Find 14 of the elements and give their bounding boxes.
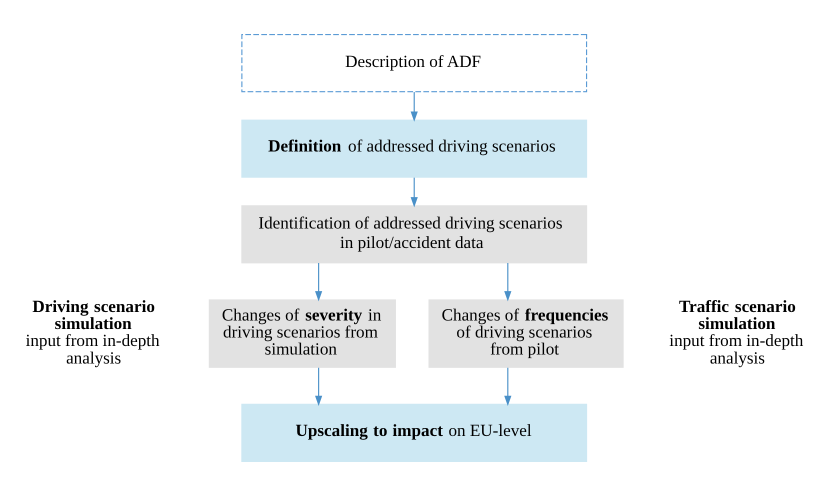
arrow [504,263,512,302]
node-box: Identification of addressed driving scenarios in pilot/accident data [241,205,588,264]
arrow [410,178,418,208]
arrow [504,368,512,406]
arrow [315,263,322,302]
node-box: Definition of addressed driving scenarios [241,120,588,178]
node-box: Upscaling to impact on EU-level [241,404,588,462]
arrow [315,368,322,406]
node-label: input from in-depth analysis [669,331,804,368]
node-box: Changes of severity in driving scenarios from simulation [208,299,396,368]
node-label: input from in-depth analysis [26,331,160,368]
node-box: Changes of frequencies of driving scenarios from pilot [428,299,624,368]
node-box: Description of ADF [241,34,588,92]
arrow [410,92,418,122]
